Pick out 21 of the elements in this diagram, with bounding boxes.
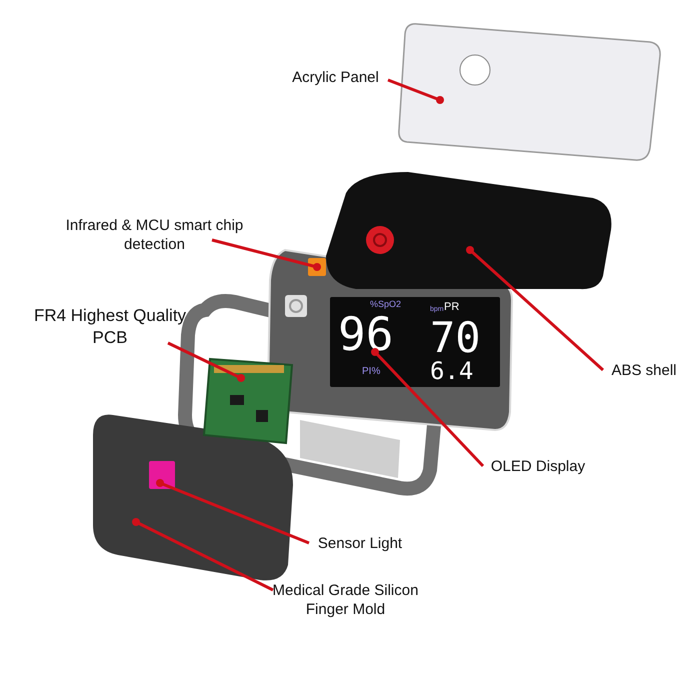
display-reading: %SpO2 xyxy=(370,300,402,309)
leader-line xyxy=(387,78,444,104)
callout-label: Sensor Light xyxy=(310,534,410,553)
display-reading: PR xyxy=(444,302,460,313)
leader-line xyxy=(212,238,321,271)
pcb-drawing xyxy=(200,355,295,447)
callout-label: Medical Grade Silicon Finger Mold xyxy=(268,581,423,619)
leader-line xyxy=(156,479,310,544)
callout-label: Acrylic Panel xyxy=(283,68,388,87)
oled-display xyxy=(330,297,500,387)
leader-line xyxy=(466,246,604,372)
display-reading: 70 xyxy=(430,317,481,359)
display-reading: 6.4 xyxy=(430,359,474,383)
callout-label: OLED Display xyxy=(483,457,593,476)
leader-line xyxy=(132,518,274,592)
callout-label: ABS shell xyxy=(604,361,684,380)
display-reading: PI% xyxy=(362,367,380,377)
callout-label: FR4 Highest Quality PCB xyxy=(25,305,195,349)
display-reading: 96 xyxy=(338,311,394,357)
leader-line xyxy=(371,348,484,468)
callout-label: Infrared & MCU smart chip detection xyxy=(62,216,247,254)
